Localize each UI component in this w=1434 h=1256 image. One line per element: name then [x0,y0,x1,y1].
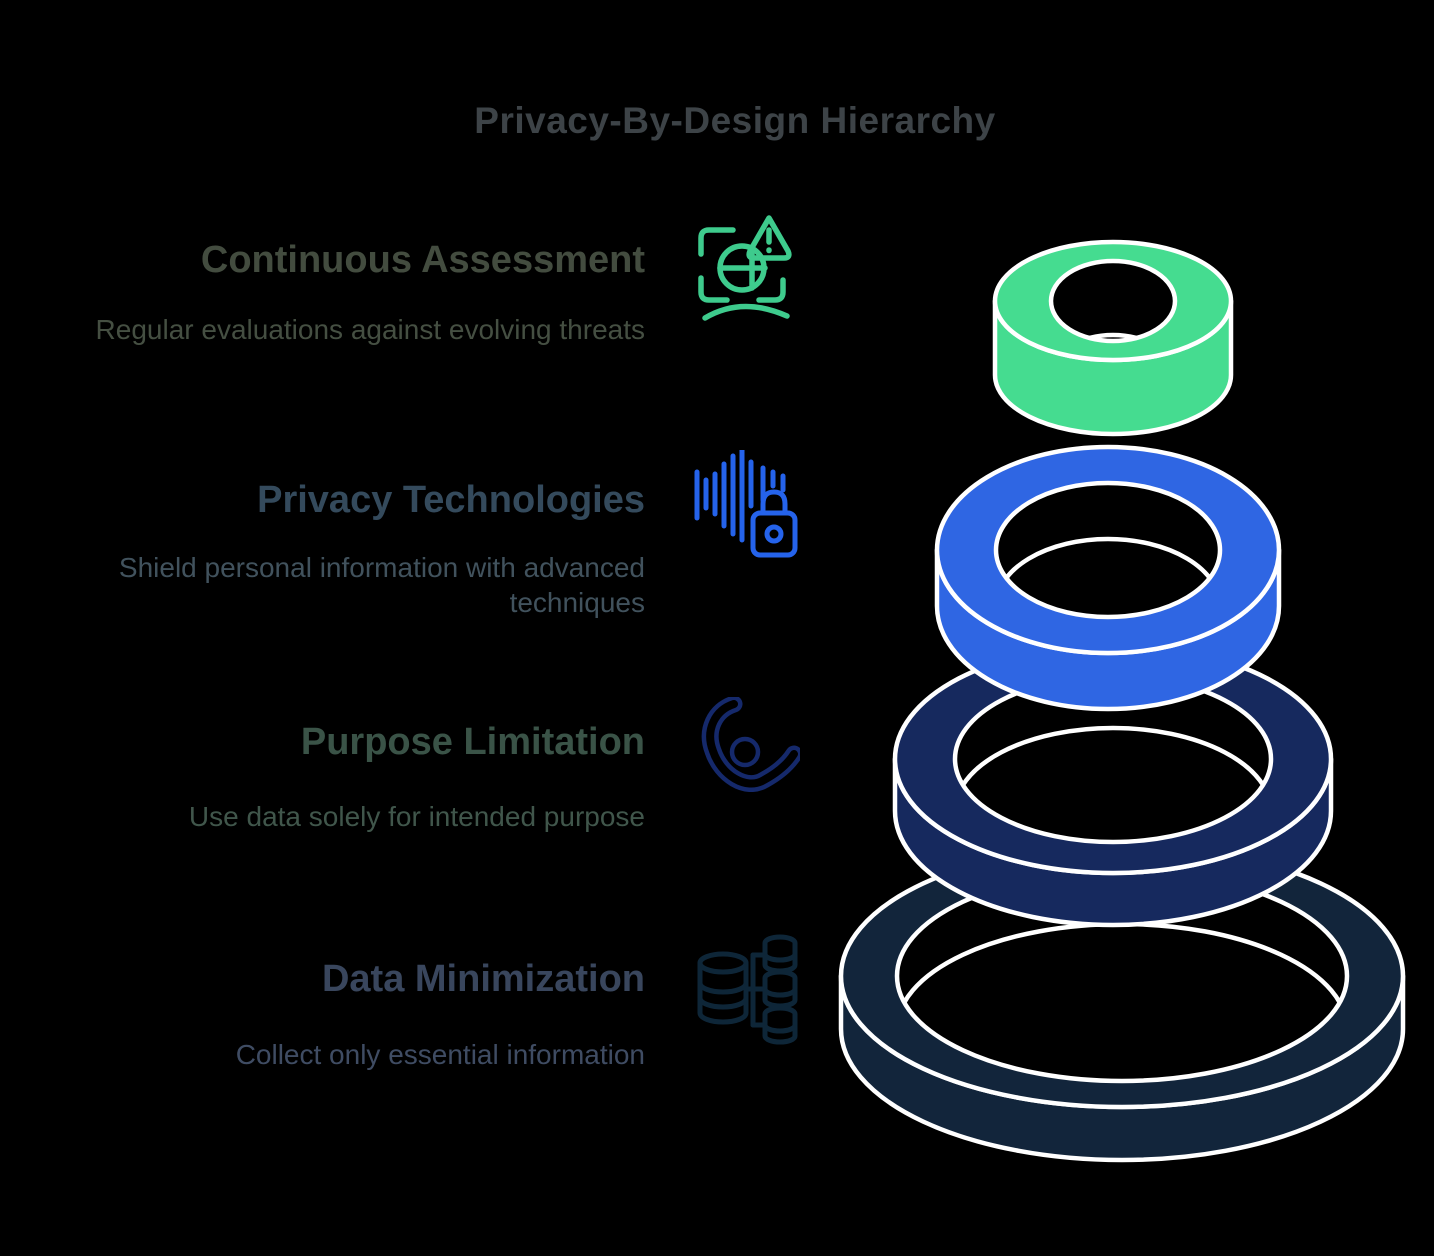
face-scan-alert-icon-strokes [698,215,792,321]
section-description-data-minimization: Collect only essential information [235,1039,645,1070]
section-description-continuous-assessment: Regular evaluations against evolving thr… [95,314,645,345]
face-scan-alert-icon [697,212,800,324]
ring-privacy-technologies [934,444,1282,712]
section-heading-purpose-limitation: Purpose Limitation [300,721,645,763]
abstract-person-swoosh-icon-strokes [701,697,800,792]
section-description-privacy-technologies: Shield personal information with advance… [118,552,645,618]
voice-lock-icon-strokes [694,450,798,558]
section-heading-continuous-assessment: Continuous Assessment [200,239,645,281]
page-title: Privacy-By-Design Hierarchy [474,100,996,141]
section-heading-data-minimization: Data Minimization [321,958,645,1000]
section-description-purpose-limitation: Use data solely for intended purpose [188,801,645,832]
database-split-icon-strokes [697,934,798,1045]
database-split-icon [695,933,800,1048]
section-heading-privacy-technologies: Privacy Technologies [257,479,645,521]
voice-lock-icon [693,450,803,568]
abstract-person-swoosh-icon [700,697,800,792]
ring-continuous-assessment [992,239,1234,437]
